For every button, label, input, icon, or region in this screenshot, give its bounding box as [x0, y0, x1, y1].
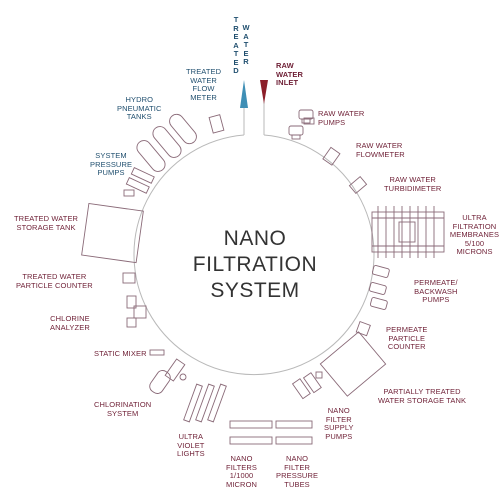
title-line-1: NANO — [223, 227, 287, 250]
page-title: NANO FILTRATION SYSTEM — [180, 226, 330, 304]
treated-water-flow-meter-icon — [208, 114, 225, 134]
chlorine-analyzer-icon — [126, 295, 147, 328]
label-nano-filter-supply-pumps: NANO FILTER SUPPLY PUMPS — [324, 406, 354, 441]
treated-vertical-label-letter: R — [233, 23, 239, 33]
label-treated-storage-tank: TREATED WATER STORAGE TANK — [14, 214, 79, 232]
treated-vertical-label-letter: E — [233, 57, 239, 67]
label-partially-treated-tank: PARTIALLY TREATED WATER STORAGE TANK — [378, 387, 467, 405]
ultra-violet-lights-icon — [183, 383, 227, 423]
treated-storage-tank-icon — [81, 202, 144, 264]
treated-vertical-label-letter: D — [233, 66, 239, 75]
label-nano-filter-pressure-tubes: NANO FILTER PRESSURE TUBES — [276, 454, 319, 489]
permeate-backwash-pumps-icon — [368, 265, 390, 310]
raw-water-flowmeter-icon — [322, 146, 341, 166]
treated-particle-counter-icon — [122, 272, 136, 284]
label-treated-water-flow-meter: TREATED WATER FLOW METER — [186, 67, 222, 102]
hydro-pneumatic-tanks-icon — [136, 113, 197, 172]
permeate-particle-counter-icon — [355, 321, 371, 337]
static-mixer-icon — [149, 349, 165, 356]
treated-vertical-label-letter: A — [233, 40, 239, 50]
raw-water-arrow-icon — [260, 80, 268, 104]
label-chlorination-system: CHLORINATION SYSTEM — [94, 400, 152, 418]
partially-treated-tank-icon — [319, 331, 387, 397]
label-permeate-backwash-pumps: PERMEATE/ BACKWASH PUMPS — [414, 278, 458, 305]
water-vertical-label-letter: T — [243, 40, 249, 49]
raw-water-turbidimeter-icon — [348, 176, 368, 194]
label-hydro-pneumatic-tanks: HYDRO PNEUMATIC TANKS — [117, 95, 162, 122]
label-raw-water-inlet: RAW WATER INLET — [276, 61, 304, 88]
process-circle — [133, 134, 375, 375]
title-line-3: SYSTEM — [210, 279, 300, 302]
label-raw-water-flowmeter: RAW WATER FLOWMETER — [356, 141, 405, 159]
label-system-pressure-pumps: SYSTEM PRESSURE PUMPS — [90, 151, 133, 178]
label-uv-lights: ULTRA VIOLET LIGHTS — [177, 432, 205, 459]
nano-filter-pressure-tubes-icon — [229, 420, 313, 445]
system-pressure-pumps-icon — [123, 167, 155, 197]
chlorination-system-icon — [149, 358, 187, 394]
treated-vertical-label-letter: T — [233, 49, 239, 58]
ultra-filtration-membranes-icon — [371, 206, 445, 258]
nano-filter-supply-pumps-icon — [291, 371, 323, 400]
water-vertical-label-letter: A — [243, 31, 249, 41]
label-nano-filters: NANO FILTERS 1/1000 MICRON — [226, 454, 258, 489]
treated-vertical-label-letter: E — [233, 32, 239, 41]
water-vertical-label-letter: E — [243, 48, 249, 58]
label-permeate-particle-counter: PERMEATE PARTICLE COUNTER — [386, 325, 428, 352]
treated-vertical-label-letter: T — [233, 15, 239, 24]
label-chlorine-analyzer: CHLORINE ANALYZER — [50, 314, 90, 332]
label-raw-water-turbidimeter: RAW WATER TURBIDIMETER — [384, 175, 442, 193]
label-static-mixer: STATIC MIXER — [94, 349, 147, 358]
water-vertical-label-letter: R — [243, 57, 249, 66]
label-treated-particle-counter: TREATED WATER PARTICLE COUNTER — [16, 272, 93, 290]
title-line-2: FILTRATION — [192, 253, 318, 276]
label-uf-membranes: ULTRA FILTRATION MEMBRANES 5/100 MICRONS — [449, 213, 500, 257]
water-vertical-label-letter: W — [242, 23, 250, 32]
treated-water-arrow-icon — [240, 80, 248, 108]
label-raw-water-pumps: RAW WATER PUMPS — [318, 109, 365, 127]
raw-water-pumps-icon — [288, 109, 315, 140]
